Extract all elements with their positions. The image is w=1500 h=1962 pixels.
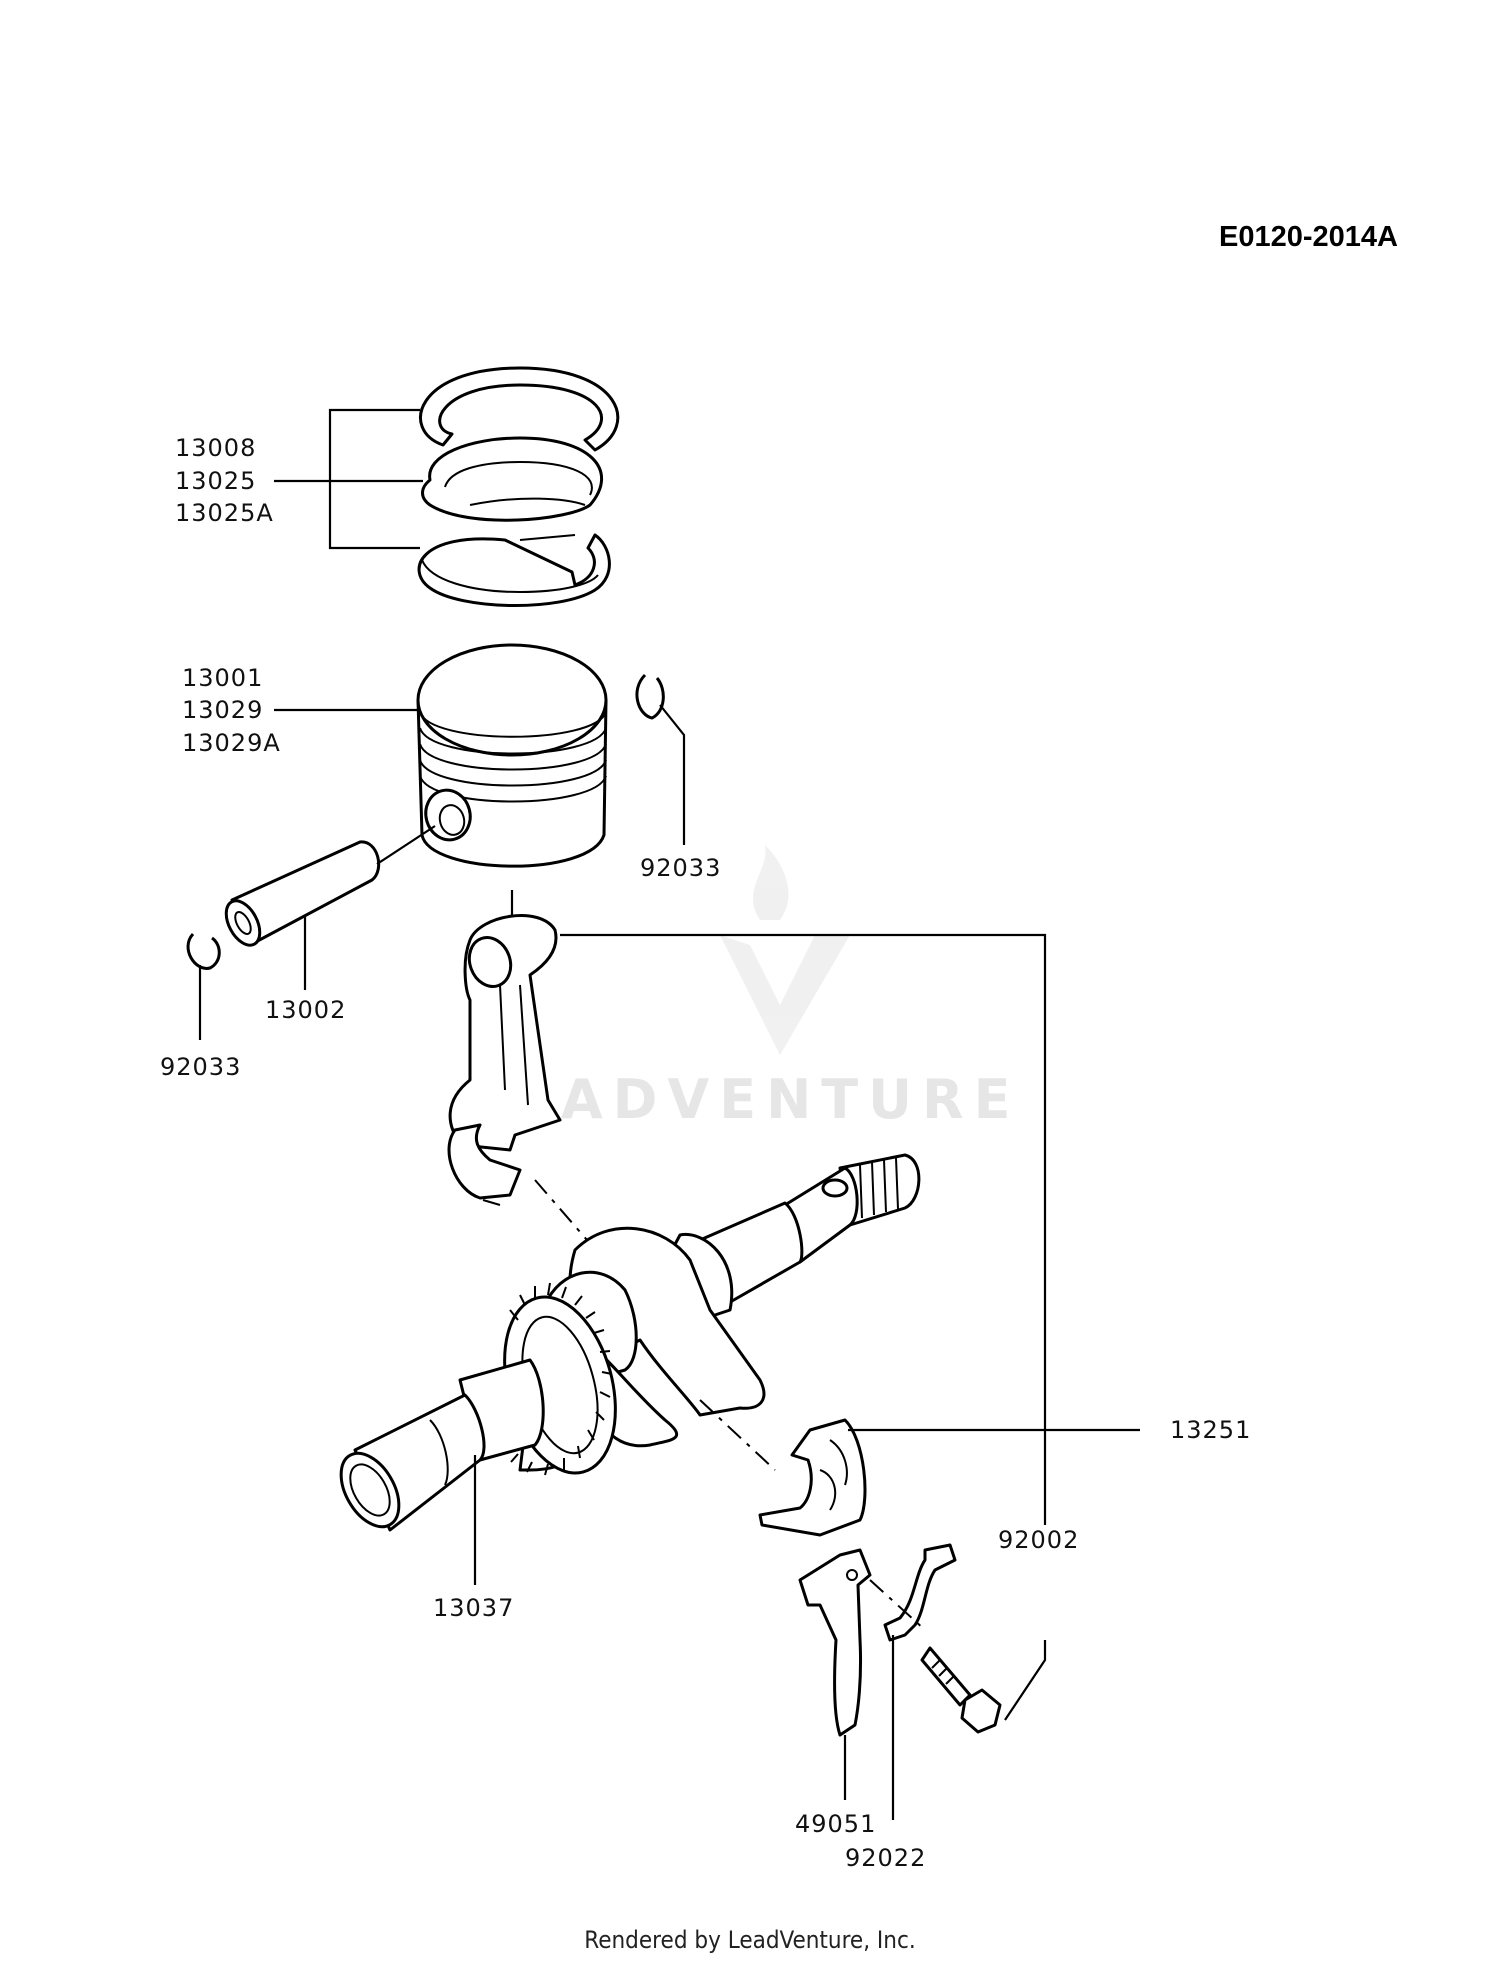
label-92033-right: 92033	[640, 854, 721, 882]
piston-rings	[417, 366, 620, 607]
label-13037: 13037	[433, 1594, 514, 1622]
bolt-bracket-line	[560, 933, 1047, 1525]
label-92002: 92002	[998, 1526, 1079, 1554]
bolt-leader-line	[1004, 1640, 1047, 1721]
label-13025: 13025	[175, 467, 256, 495]
label-13251: 13251	[1170, 1416, 1251, 1444]
label-13001: 13001	[182, 664, 263, 692]
connecting-rod-bolt	[920, 1646, 1002, 1734]
circlip-left	[186, 932, 221, 970]
label-13029: 13029	[182, 696, 263, 724]
oil-dipper	[798, 1548, 872, 1737]
footer-credit: Rendered by LeadVenture, Inc.	[584, 1926, 915, 1954]
label-13029a: 13029A	[182, 729, 281, 757]
diagram-code: E0120-2014A	[1219, 221, 1398, 253]
circlip-right-leader	[659, 704, 686, 845]
label-49051: 49051	[795, 1810, 876, 1838]
label-13008: 13008	[175, 434, 256, 462]
label-92033-left: 92033	[160, 1053, 241, 1081]
crank-cap-centerline	[699, 1399, 776, 1471]
rings-bracket-line	[328, 408, 420, 550]
rod-bearing-cap	[758, 1418, 867, 1537]
piston	[416, 643, 608, 868]
leadventure-watermark-logo	[720, 845, 850, 1055]
crankshaft	[339, 1153, 921, 1532]
label-92022: 92022	[845, 1844, 926, 1872]
connecting-rod	[447, 914, 562, 1206]
bolt-centerline	[869, 1579, 926, 1631]
lock-washer	[883, 1543, 957, 1642]
piston-pin	[224, 825, 436, 947]
label-13025a: 13025A	[175, 499, 274, 527]
circlip-right	[635, 673, 665, 720]
label-13002: 13002	[265, 996, 346, 1024]
